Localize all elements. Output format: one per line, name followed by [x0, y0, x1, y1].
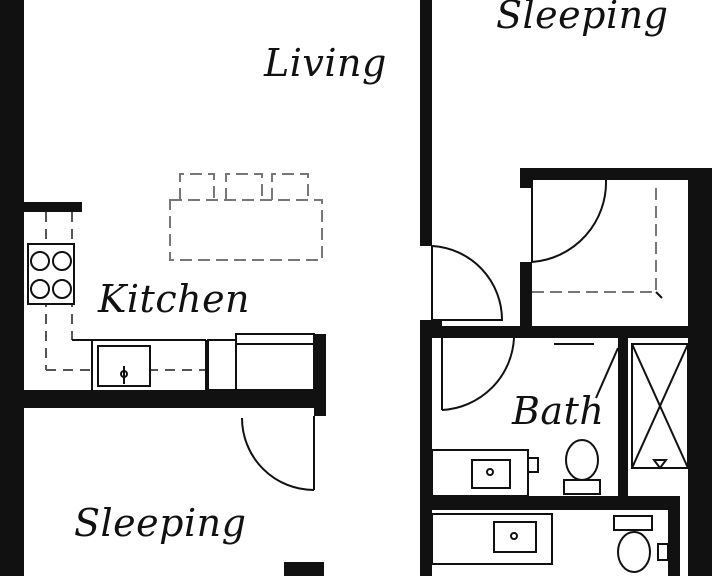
bath-fixtures — [431, 343, 689, 573]
dining-table-icon — [169, 173, 323, 261]
room-label-sleeping-top: Sleeping — [496, 0, 668, 37]
room-label-bath: Bath — [511, 389, 604, 433]
wall-bedroom-bottom-stub — [284, 562, 324, 576]
stove-icon — [27, 243, 75, 305]
door-swing-icon — [431, 245, 504, 321]
kitchen-fixtures — [27, 212, 315, 391]
wall-shower-partition — [618, 338, 628, 498]
wall-kitchen-bedroom — [24, 390, 316, 408]
wall-closet-left — [520, 262, 532, 330]
closet — [532, 186, 663, 299]
wall-kitchen-top-stub — [24, 202, 82, 212]
refrigerator — [235, 333, 315, 391]
door-swing-icon — [241, 416, 315, 491]
wall-right-exterior — [688, 168, 712, 576]
room-label-kitchen: Kitchen — [97, 277, 250, 321]
doors — [241, 179, 608, 491]
wall-closet-left-stub — [520, 168, 532, 188]
wall-central-upper — [420, 0, 432, 246]
shower-icon — [554, 343, 689, 470]
wall-closet-top — [520, 168, 692, 180]
room-label-sleeping-bottom: Sleeping — [74, 501, 246, 545]
wall-bath-lower-post — [668, 496, 680, 576]
sink-icon — [97, 345, 151, 387]
wall-bath-top — [432, 326, 688, 338]
door-swing-icon — [531, 179, 608, 263]
wall-post-counter — [314, 334, 326, 416]
door-swing-icon — [441, 332, 515, 411]
room-label-living: Living — [263, 41, 387, 85]
wall-central-lower — [420, 320, 432, 576]
dishwasher — [207, 339, 237, 391]
wall-left-exterior — [0, 0, 24, 576]
wall-bath-divider — [432, 496, 672, 510]
wall-bath-jamb — [420, 320, 442, 332]
toilet-icon — [563, 439, 601, 495]
sink-icon — [431, 513, 553, 565]
toilet-icon — [613, 515, 669, 573]
sink-icon — [431, 449, 539, 497]
